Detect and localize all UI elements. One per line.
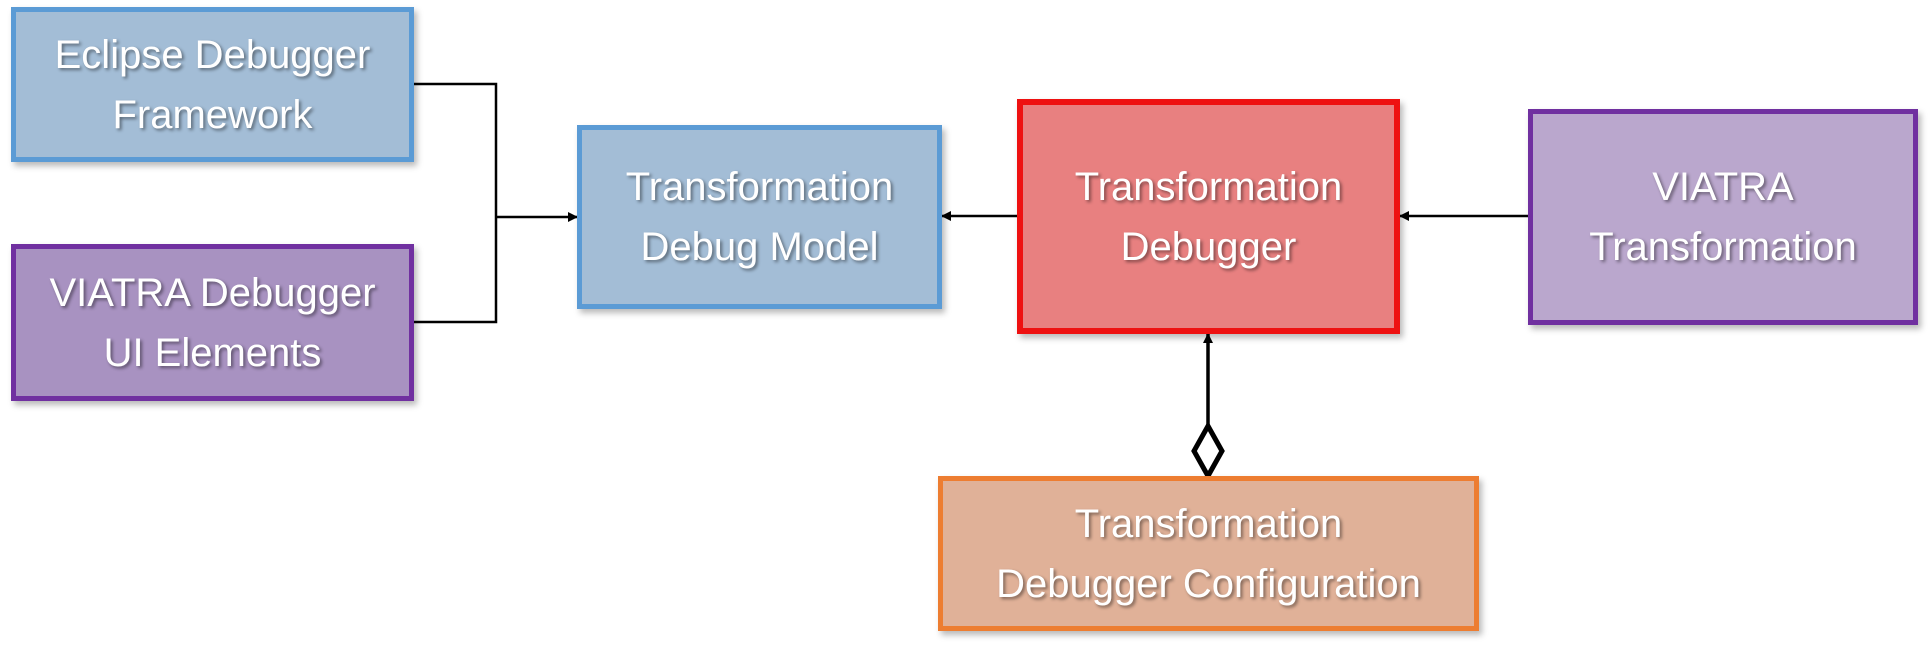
node-transformation-debug-model: Transformation Debug Model — [577, 125, 942, 309]
node-transformation-debugger: Transformation Debugger — [1017, 99, 1400, 334]
node-label-line: VIATRA Debugger — [49, 270, 376, 315]
node-viatra-transformation: VIATRA Transformation — [1528, 109, 1918, 325]
node-label-line: Debug Model — [640, 225, 879, 269]
node-label-line: Transformation — [1074, 501, 1343, 546]
node-label-line: Eclipse Debugger — [54, 32, 371, 77]
node-transformation-debugger-configuration: Transformation Debugger Configuration — [938, 476, 1479, 631]
node-label-line: Transformation — [625, 165, 894, 209]
node-label-line: Debugger — [1120, 224, 1297, 269]
node-label-line: Debugger Configuration — [996, 561, 1421, 606]
connector-eclipse-to-model — [414, 82, 498, 217]
aggregation-diamond-icon — [1191, 420, 1225, 482]
node-label-line: Framework — [112, 92, 313, 137]
node-label-line: Transformation — [1589, 225, 1857, 269]
node-viatra-debugger-ui-elements: VIATRA Debugger UI Elements — [11, 244, 414, 401]
node-label-line: Transformation — [1074, 164, 1343, 209]
node-label-line: VIATRA — [1652, 165, 1794, 209]
node-eclipse-debugger-framework: Eclipse Debugger Framework — [11, 7, 414, 162]
node-label-line: UI Elements — [103, 330, 322, 375]
connector-viatra-ui-to-model — [414, 217, 498, 324]
